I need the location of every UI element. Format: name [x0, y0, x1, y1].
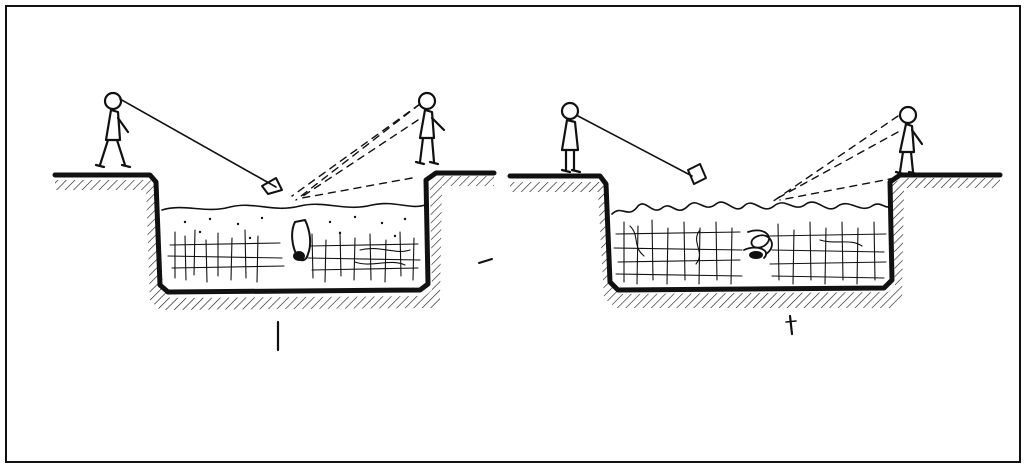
left-dashed-sight-lines — [291, 103, 421, 201]
left-water-stipple — [183, 215, 407, 240]
separator-mark — [478, 258, 493, 264]
right-sight-line — [577, 115, 693, 177]
left-observer-standing — [414, 91, 446, 166]
right-panel-label — [788, 314, 794, 336]
right-observer-left — [560, 101, 582, 174]
left-submerged-dark-spot — [293, 251, 305, 261]
right-pit-outline — [507, 172, 1003, 293]
right-panel-label-crossbar — [785, 320, 797, 323]
right-submerged-object — [743, 229, 773, 259]
left-target-marker — [261, 177, 283, 195]
right-target-marker — [687, 163, 707, 185]
right-panel — [507, 101, 1003, 336]
right-submerged-dark-spot — [749, 251, 763, 259]
left-underwater-growth — [167, 229, 421, 283]
right-water-surface — [611, 201, 891, 215]
left-sight-line — [119, 98, 277, 188]
right-dashed-sight-lines — [771, 115, 899, 203]
figure-border — [5, 5, 1021, 463]
right-observer-right — [894, 105, 924, 176]
right-underwater-growth — [613, 219, 887, 285]
left-water-surface — [161, 202, 426, 211]
left-observer-walking — [94, 91, 132, 169]
left-pit-outline — [52, 170, 497, 295]
left-soil-hatch — [55, 176, 494, 310]
left-panel — [52, 91, 497, 352]
left-submerged-object — [291, 219, 312, 262]
